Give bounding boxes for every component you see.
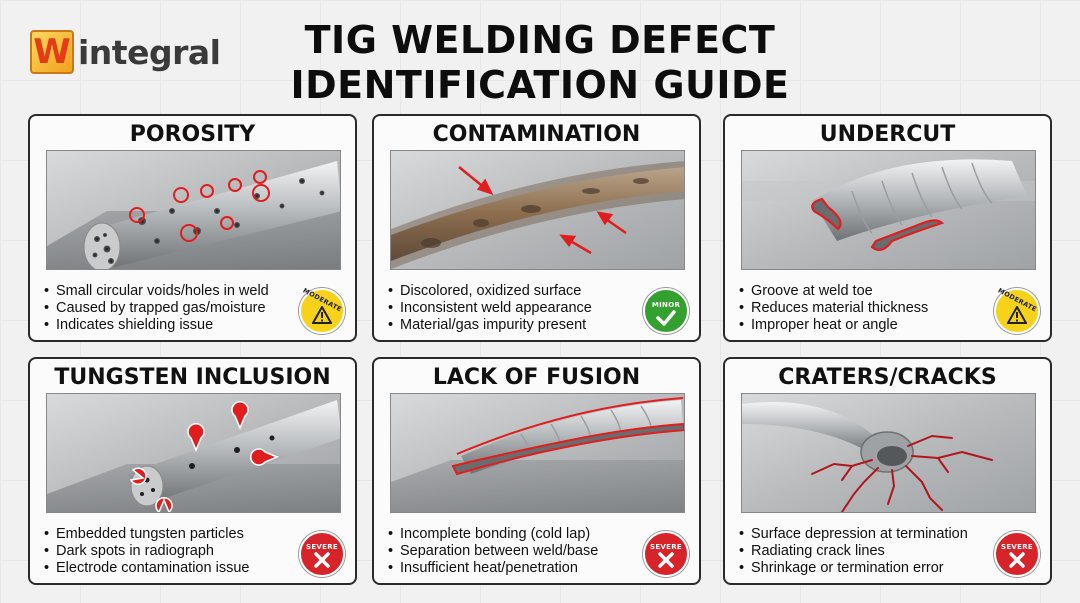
porosity-illustration: [46, 150, 341, 270]
bullet-item: Embedded tungsten particles: [44, 526, 295, 543]
logo-text: integral: [78, 32, 221, 72]
bullet-item: Material/gas impurity present: [388, 317, 639, 334]
bullet-list: Discolored, oxidized surface Inconsisten…: [388, 283, 639, 334]
logo: W integral: [30, 28, 221, 76]
bullet-item: Incomplete bonding (cold lap): [388, 526, 639, 543]
bullet-item: Indicates shielding issue: [44, 317, 295, 334]
bullet-list: Embedded tungsten particles Dark spots i…: [44, 526, 295, 577]
severity-badge-severe: SEVERE: [643, 531, 689, 577]
bullet-item: Small circular voids/holes in weld: [44, 283, 295, 300]
bullet-item: Shrinkage or termination error: [739, 560, 990, 577]
page-title: TIG WELDING DEFECT IDENTIFICATION GUIDE: [230, 18, 850, 108]
bullet-item: Discolored, oxidized surface: [388, 283, 639, 300]
contamination-illustration: [390, 150, 685, 270]
severity-badge-moderate: MODERATE: [299, 286, 345, 334]
defect-card-undercut: UNDERCUT Groove at weld toe Reduces mate…: [723, 114, 1052, 342]
undercut-illustration: [741, 150, 1036, 270]
severity-badge-severe: SEVERE: [299, 531, 345, 577]
bullet-item: Groove at weld toe: [739, 283, 990, 300]
defect-card-lack-of-fusion: LACK OF FUSION Incomplete bonding (cold …: [372, 357, 701, 585]
bullet-item: Improper heat or angle: [739, 317, 990, 334]
page-title-line-1: TIG WELDING DEFECT: [304, 18, 776, 62]
page-title-line-2: IDENTIFICATION GUIDE: [290, 63, 790, 107]
severity-badge-minor: MINOR: [643, 288, 689, 334]
severity-badge-moderate: MODERATE: [994, 286, 1040, 334]
bullet-item: Insufficient heat/penetration: [388, 560, 639, 577]
x-mark-icon: [1009, 552, 1025, 568]
card-title: CONTAMINATION: [432, 122, 641, 147]
lack-of-fusion-illustration: [390, 393, 685, 513]
craters-cracks-illustration: [741, 393, 1036, 513]
checkmark-icon: [656, 310, 676, 326]
defect-card-contamination: CONTAMINATION Discolored, oxidized surfa…: [372, 114, 701, 342]
warning-triangle-icon: [1007, 306, 1027, 324]
bullet-list: Groove at weld toe Reduces material thic…: [739, 283, 990, 334]
bullet-item: Caused by trapped gas/moisture: [44, 300, 295, 317]
x-mark-icon: [658, 552, 674, 568]
bullet-list: Incomplete bonding (cold lap) Separation…: [388, 526, 639, 577]
defect-card-porosity: POROSITY Small circular voids/holes in w…: [28, 114, 357, 342]
defect-card-craters-cracks: CRATERS/CRACKS Surface depression at ter…: [723, 357, 1052, 585]
warning-triangle-icon: [312, 306, 332, 324]
bullet-item: Electrode contamination issue: [44, 560, 295, 577]
card-title: POROSITY: [129, 122, 256, 147]
bullet-item: Reduces material thickness: [739, 300, 990, 317]
bullet-item: Surface depression at termination: [739, 526, 990, 543]
card-title: CRATERS/CRACKS: [778, 365, 997, 390]
bullet-item: Dark spots in radiograph: [44, 543, 295, 560]
card-title: LACK OF FUSION: [432, 365, 641, 390]
tungsten-inclusion-illustration: [46, 393, 341, 513]
bullet-item: Inconsistent weld appearance: [388, 300, 639, 317]
defect-card-tungsten-inclusion: TUNGSTEN INCLUSION Embedded tungsten par…: [28, 357, 357, 585]
bullet-item: Separation between weld/base: [388, 543, 639, 560]
severity-badge-severe: SEVERE: [994, 531, 1040, 577]
card-title: TUNGSTEN INCLUSION: [54, 365, 331, 390]
bullet-item: Radiating crack lines: [739, 543, 990, 560]
logo-mark: W: [30, 30, 74, 74]
bullet-list: Surface depression at termination Radiat…: [739, 526, 990, 577]
bullet-list: Small circular voids/holes in weld Cause…: [44, 283, 295, 334]
card-title: UNDERCUT: [819, 122, 956, 147]
x-mark-icon: [314, 552, 330, 568]
